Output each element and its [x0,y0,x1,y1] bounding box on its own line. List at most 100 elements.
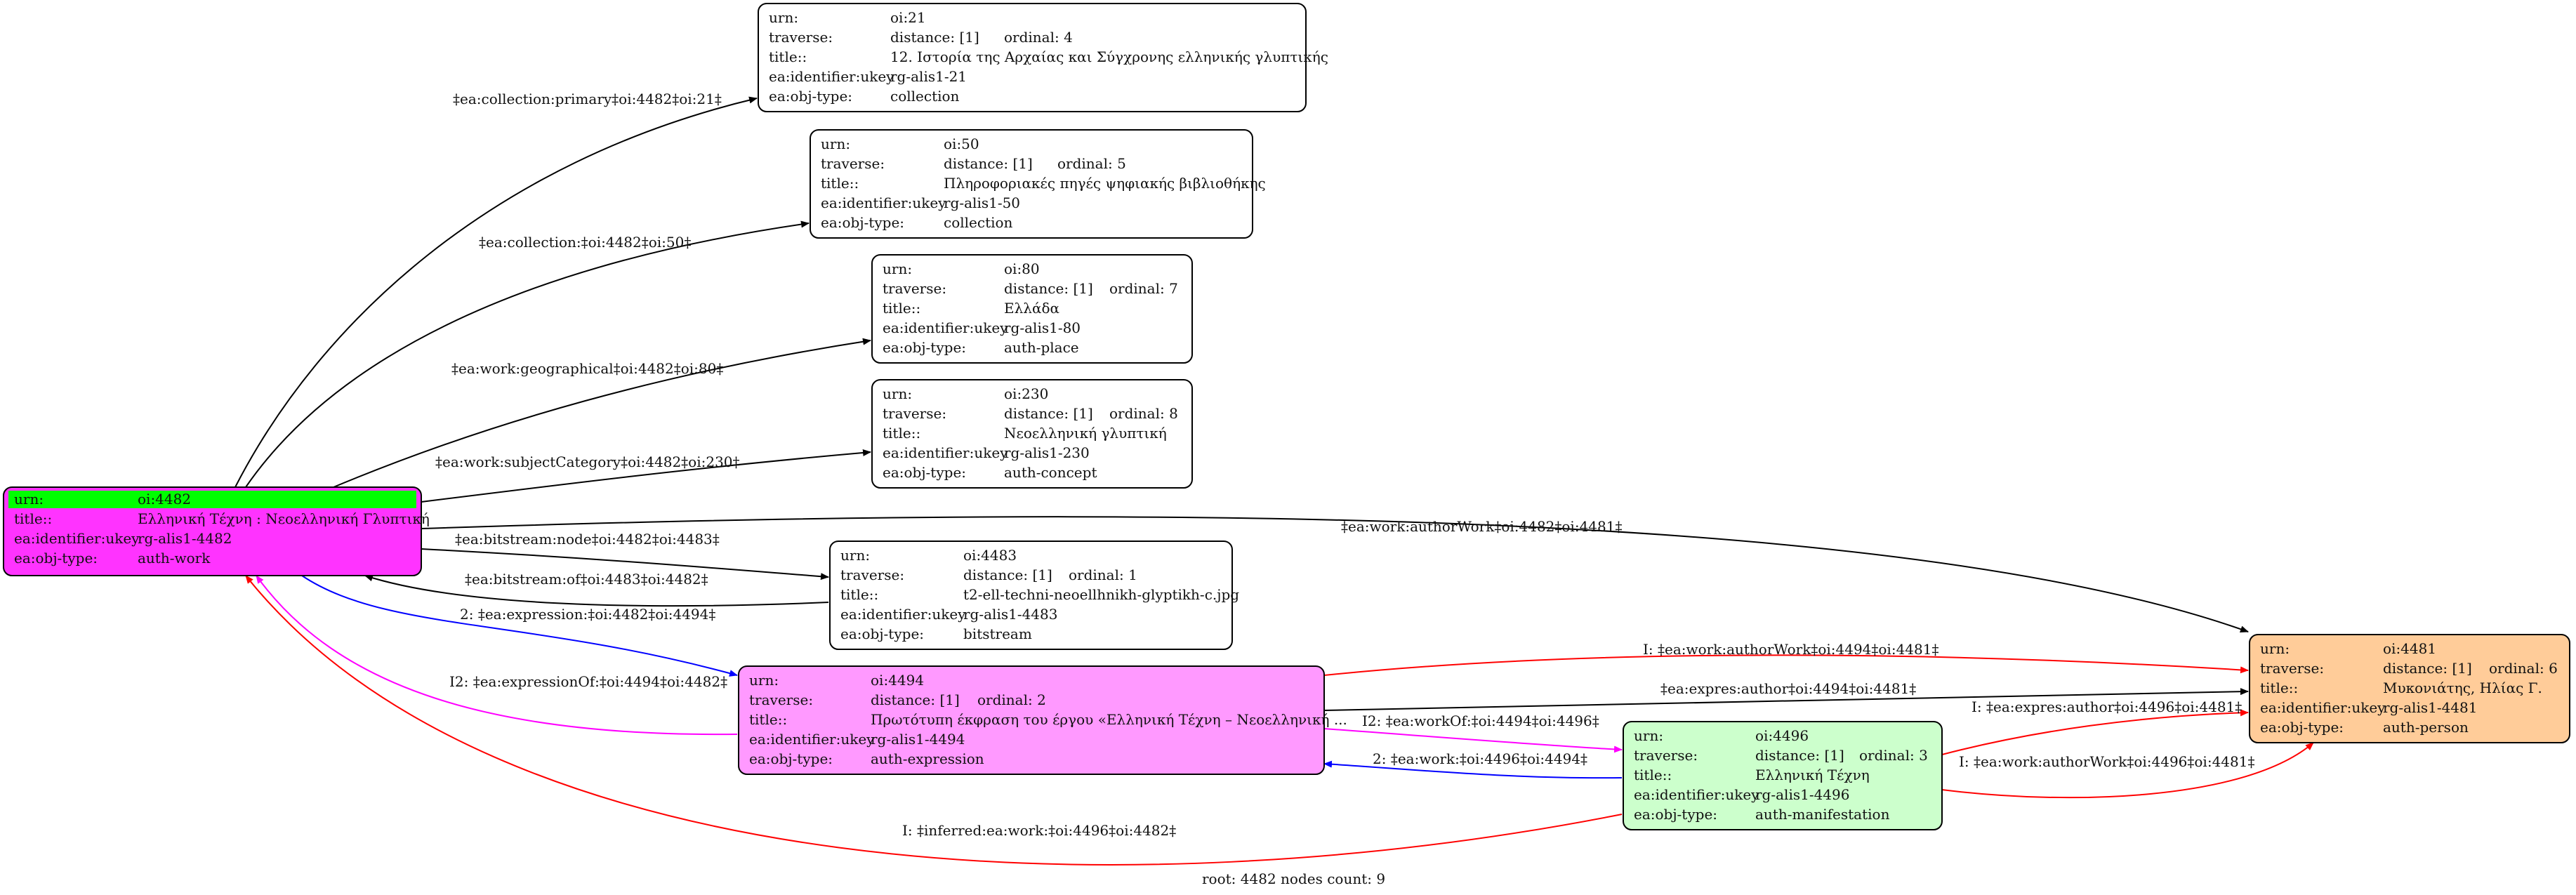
edge-label-work-of: I2: ‡ea:workOf:‡oi:4494‡oi:4496‡ [1362,712,1599,729]
node-key: urn: [2260,640,2290,657]
node-key: ea:identifier:ukey [840,606,966,623]
node-value: rg-alis1-4483 [963,606,1057,623]
node-value-ordinal: ordinal: 4 [1004,29,1073,46]
node-value: oi:4481 [2383,640,2436,657]
node-key: traverse: [1634,747,1698,764]
edge-expression-of [256,575,738,736]
node-value: oi:4483 [963,547,1017,564]
node-value: distance: [1] [963,566,1052,583]
node-box [871,254,1193,364]
edge-inferred-work [245,575,1623,866]
node-value: oi:4494 [871,672,924,689]
edge-labels-layer: ‡ea:collection:primary‡oi:4482‡oi:21‡ ‡e… [435,91,2254,839]
node-key: title:: [840,586,878,603]
node-key: title:: [749,711,787,728]
node-4482[interactable]: urn: oi:4482 title:: Ελληνική Τέχνη : Νε… [3,486,430,576]
edge-expres-author-4494 [1323,688,2249,711]
node-key: ea:obj-type: [821,214,904,231]
node-50[interactable]: urn: oi:50 traverse: distance: [1] ordin… [810,129,1266,239]
node-4481[interactable]: urn: oi:4481 traverse: distance: [1] ord… [2249,634,2570,743]
edges-layer [235,96,2314,866]
node-key: ea:obj-type: [749,750,833,767]
node-key: ea:obj-type: [2260,719,2344,736]
node-value: oi:50 [944,135,979,152]
node-value: distance: [1] [2383,660,2472,677]
node-value-ordinal: ordinal: 3 [1859,747,1928,764]
node-value: collection [890,88,960,105]
edge-label-bitstream-node: ‡ea:bitstream:node‡oi:4482‡oi:4483‡ [455,531,720,548]
node-value: rg-alis1-50 [944,194,1020,211]
edge-subject-category-230 [421,449,871,503]
node-key: title:: [883,425,920,442]
node-value-ordinal: ordinal: 8 [1109,405,1178,422]
node-key: ea:identifier:ukey [749,731,875,748]
node-value: Νεοελληνική γλυπτική [1004,425,1167,442]
node-value: rg-alis1-230 [1004,444,1090,461]
node-box [1623,721,1943,830]
node-key: urn: [749,672,779,689]
node-4494[interactable]: urn: oi:4494 traverse: distance: [1] ord… [738,665,1347,775]
edge-collection-primary-21 [235,96,758,488]
node-230[interactable]: urn: oi:230 traverse: distance: [1] ordi… [871,379,1193,489]
node-value: collection [944,214,1013,231]
edge-label-subject-category-230: ‡ea:work:subjectCategory‡oi:4482‡oi:230‡ [435,453,740,470]
node-21[interactable]: urn: oi:21 traverse: distance: [1] ordin… [758,3,1328,112]
node-value: bitstream [963,625,1032,642]
node-value: rg-alis1-21 [890,68,967,85]
node-key: ea:identifier:ukey [821,194,946,211]
node-box [810,129,1253,239]
node-key: title:: [821,175,859,192]
node-key: traverse: [821,155,885,172]
node-box [738,665,1325,775]
node-80[interactable]: urn: oi:80 traverse: distance: [1] ordin… [871,254,1193,364]
edge-expression [301,575,738,677]
node-key: ea:obj-type: [1634,806,1717,823]
node-value: Ελληνική Τέχνη [1755,767,1870,783]
node-key: ea:obj-type: [769,88,852,105]
node-key: ea:identifier:ukey [883,319,1008,336]
node-value: rg-alis1-4494 [871,731,965,748]
node-box [2249,634,2570,743]
node-box [871,379,1193,489]
node-key: title:: [883,300,920,317]
edge-bitstream-node [421,548,829,581]
node-value: auth-concept [1004,464,1097,481]
node-key: traverse: [769,29,833,46]
node-key: ea:identifier:ukey [883,444,1008,461]
edge-label-expres-author-4496: I: ‡ea:expres:author‡oi:4496‡oi:4481‡ [1971,698,2242,715]
node-value: oi:21 [890,9,926,26]
node-4496[interactable]: urn: oi:4496 traverse: distance: [1] ord… [1623,721,1943,830]
node-value: distance: [1] [1755,747,1844,764]
node-value-ordinal: ordinal: 6 [2489,660,2558,677]
node-value: auth-work [138,550,211,566]
edge-bitstream-of [364,574,829,607]
node-value: auth-expression [871,750,984,767]
node-key: urn: [1634,727,1663,744]
node-key: urn: [821,135,850,152]
node-value: rg-alis1-4496 [1755,786,1849,803]
node-value: t2-ell-techni-neoellhnikh-glyptikh-c.jpg [963,586,1239,603]
node-value: rg-alis1-4482 [138,530,232,547]
node-key: ea:obj-type: [14,550,98,566]
node-key: urn: [840,547,870,564]
node-4483[interactable]: urn: oi:4483 traverse: distance: [1] ord… [829,541,1239,650]
graph-caption: root: 4482 nodes count: 9 [1202,870,1385,887]
node-value: auth-manifestation [1755,806,1890,823]
edge-label-expression: 2: ‡ea:expression:‡oi:4482‡oi:4494‡ [460,606,715,623]
node-value: oi:230 [1004,385,1048,402]
edge-label-bitstream-of: ‡ea:bitstream:of‡oi:4483‡oi:4482‡ [465,571,708,588]
node-key: ea:identifier:ukey [1634,786,1759,803]
node-value: distance: [1] [1004,280,1093,297]
edge-label-collection-50: ‡ea:collection:‡oi:4482‡oi:50‡ [479,234,691,251]
node-value-ordinal: ordinal: 1 [1069,566,1137,583]
node-value: rg-alis1-80 [1004,319,1081,336]
node-value: Ελληνική Τέχνη : Νεοελληνική Γλυπτική [138,510,430,527]
edge-author-work-4482 [421,516,2249,633]
node-header-highlight [8,491,416,508]
node-key: ea:obj-type: [840,625,924,642]
node-key: traverse: [840,566,904,583]
edge-label-work-4496: 2: ‡ea:work:‡oi:4496‡oi:4494‡ [1373,750,1587,767]
node-value: Πρωτότυπη έκφραση του έργου «Ελληνική Τέ… [871,711,1347,728]
edge-label-collection-primary-21: ‡ea:collection:primary‡oi:4482‡oi:21‡ [453,91,722,107]
node-key: ea:obj-type: [883,339,966,356]
